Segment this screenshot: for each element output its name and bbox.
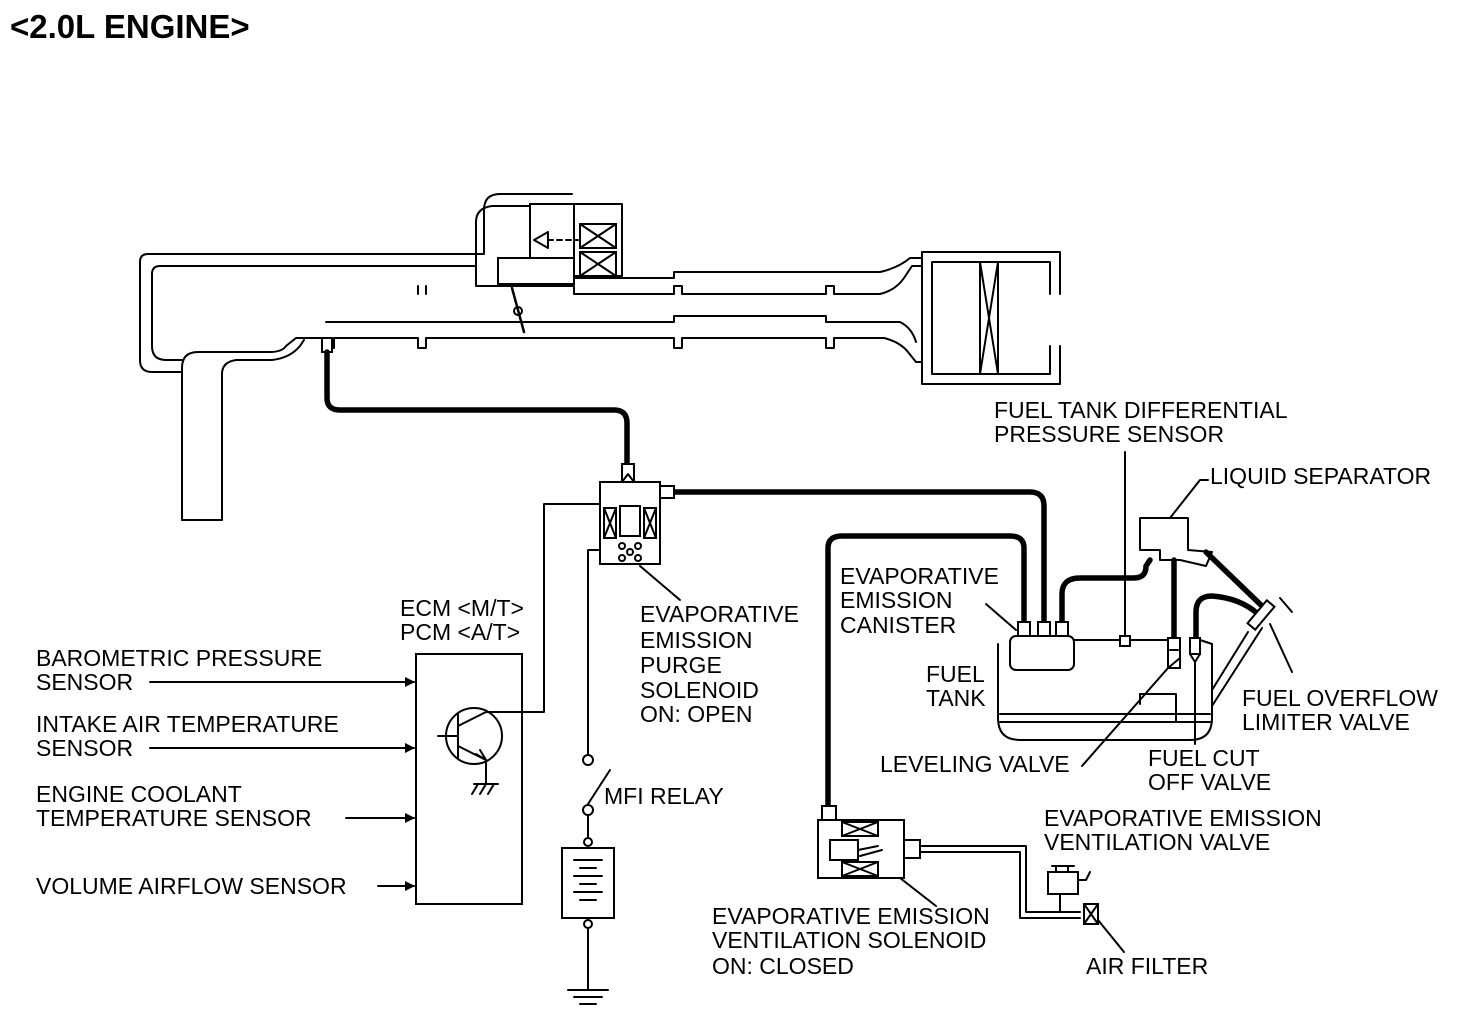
vent-valve-label-2: VENTILATION VALVE bbox=[1044, 829, 1270, 855]
pcm-label: PCM <A/T> bbox=[400, 619, 520, 645]
ecm-label: ECM <M/T> bbox=[400, 595, 524, 621]
canister-label-3: CANISTER bbox=[840, 612, 956, 638]
intake-system bbox=[139, 193, 1061, 521]
mfi-relay-circuit bbox=[561, 549, 615, 1005]
fuel-cutoff-label: FUEL CUT bbox=[1148, 745, 1260, 771]
volume-airflow-label: VOLUME AIRFLOW SENSOR bbox=[36, 873, 347, 899]
fuel-tank-label-2: TANK bbox=[926, 685, 986, 711]
leveling-valve-label: LEVELING VALVE bbox=[880, 751, 1070, 777]
canister-label-2: EMISSION bbox=[840, 587, 952, 613]
vent-solenoid-label-3: ON: CLOSED bbox=[712, 953, 854, 979]
liquid-separator-label: LIQUID SEPARATOR bbox=[1210, 463, 1431, 489]
labels: ECM <M/T> PCM <A/T> BAROMETRIC PRESSURE … bbox=[36, 397, 1438, 979]
fuel-cutoff-label-2: OFF VALVE bbox=[1148, 769, 1271, 795]
vent-solenoid-label-2: VENTILATION SOLENOID bbox=[712, 927, 986, 953]
pressure-sensor-label-2: PRESSURE SENSOR bbox=[994, 421, 1224, 447]
purge-solenoid-label: EVAPORATIVE bbox=[640, 601, 799, 627]
barometric-sensor-label: BAROMETRIC PRESSURE bbox=[36, 645, 322, 671]
coolant-temp-label-2: TEMPERATURE SENSOR bbox=[36, 805, 312, 831]
ecm-pcm-unit bbox=[415, 503, 601, 905]
page-title: <2.0L ENGINE> bbox=[10, 8, 250, 45]
fuel-tank-label: FUEL bbox=[926, 661, 985, 687]
pressure-sensor-label: FUEL TANK DIFFERENTIAL bbox=[994, 397, 1288, 423]
coolant-temp-label: ENGINE COOLANT bbox=[36, 781, 242, 807]
canister-label: EVAPORATIVE bbox=[840, 563, 999, 589]
barometric-sensor-label-2: SENSOR bbox=[36, 669, 133, 695]
vent-solenoid-label: EVAPORATIVE EMISSION bbox=[712, 903, 990, 929]
purge-solenoid-label-5: ON: OPEN bbox=[640, 701, 752, 727]
intake-air-temp-label: INTAKE AIR TEMPERATURE bbox=[36, 711, 339, 737]
vent-valve-label: EVAPORATIVE EMISSION bbox=[1044, 805, 1322, 831]
purge-solenoid-label-4: SOLENOID bbox=[640, 677, 759, 703]
mfi-relay-label: MFI RELAY bbox=[604, 783, 724, 809]
ventilation-components bbox=[817, 805, 1125, 953]
air-filter-label: AIR FILTER bbox=[1086, 953, 1208, 979]
overflow-valve-label: FUEL OVERFLOW bbox=[1242, 685, 1438, 711]
vacuum-hoses bbox=[324, 349, 1265, 811]
sensor-inputs bbox=[149, 677, 415, 891]
purge-solenoid-label-3: PURGE bbox=[640, 652, 722, 678]
purge-solenoid-label-2: EMISSION bbox=[640, 627, 752, 653]
intake-air-temp-label-2: SENSOR bbox=[36, 735, 133, 761]
overflow-valve-label-2: LIMITER VALVE bbox=[1242, 709, 1410, 735]
fuel-tank-assembly bbox=[985, 451, 1293, 767]
purge-solenoid bbox=[599, 463, 681, 601]
